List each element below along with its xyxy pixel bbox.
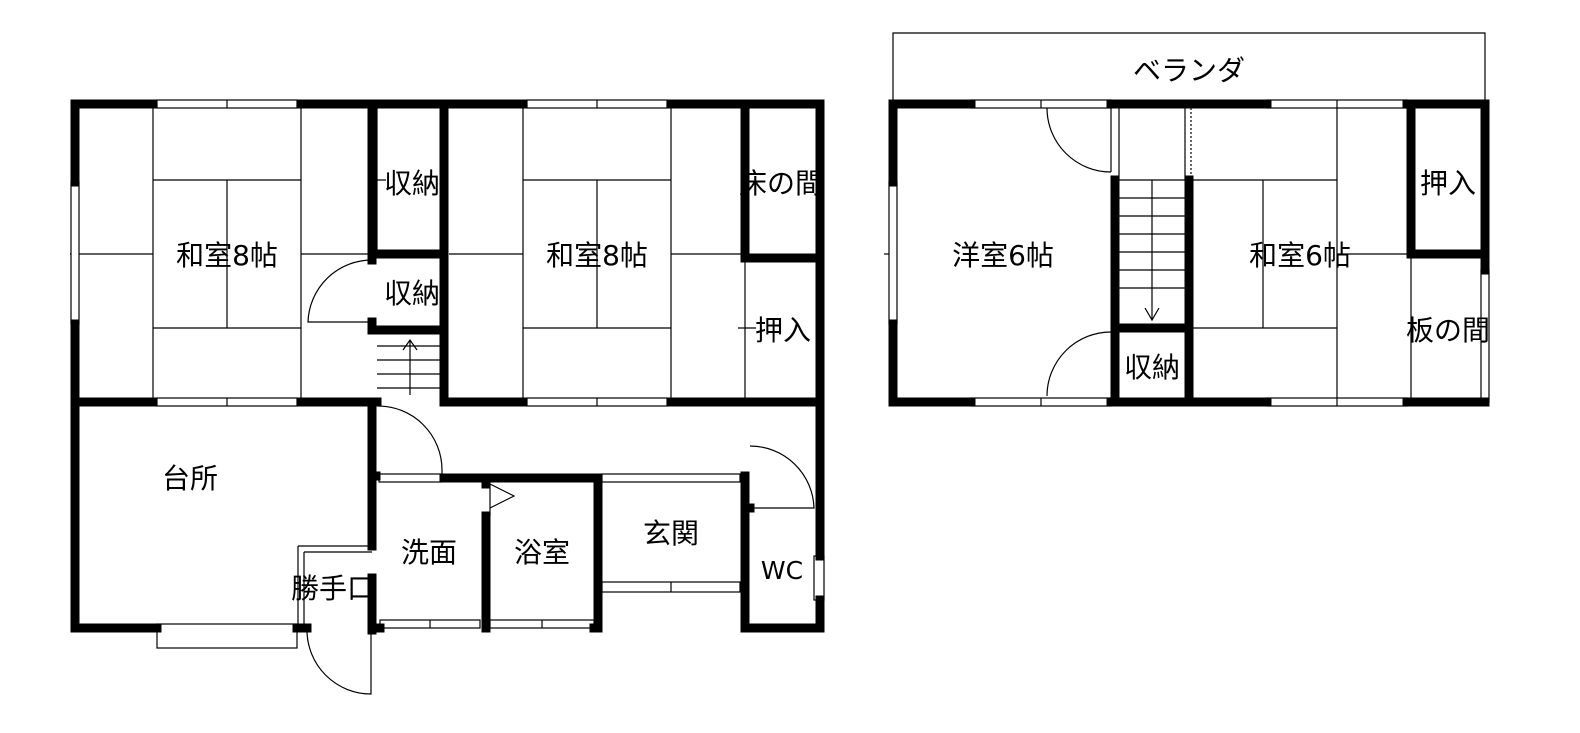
tatami-center	[449, 104, 745, 402]
room-label-itanoma: 板の間	[1406, 314, 1490, 347]
room-label-washitsu-left: 和室8帖	[176, 239, 278, 272]
room-label-washitsu-2f: 和室6帖	[1249, 239, 1351, 272]
floor2-plan: ベランダ	[884, 32, 1490, 407]
doors-2f	[1046, 107, 1112, 397]
balcony-label: ベランダ	[1133, 54, 1245, 87]
balcony: ベランダ	[892, 32, 1486, 104]
tatami-left	[70, 104, 372, 402]
labels-2f: 洋室6帖 和室6帖 押入 板の間 収納	[952, 167, 1490, 384]
windows-1f	[70, 99, 825, 649]
doors-1f	[297, 259, 815, 695]
floor1-plan: 和室8帖 和室8帖 収納 収納 床の間 押入 台所 勝手口 洗面 浴室 玄関 W…	[70, 99, 825, 695]
room-label-washitsu-center: 和室8帖	[546, 239, 648, 272]
stairs-1f	[377, 338, 444, 395]
room-label-kattekuchi: 勝手口	[291, 572, 375, 605]
walls-2f	[888, 99, 1490, 407]
room-label-storage-top: 収納	[384, 167, 440, 200]
room-label-entrance: 玄関	[643, 517, 699, 550]
room-label-kitchen: 台所	[162, 462, 218, 495]
labels-1f: 和室8帖 和室8帖 収納 収納 床の間 押入 台所 勝手口 洗面 浴室 玄関 W…	[162, 167, 823, 605]
room-label-storage-mid: 収納	[384, 277, 440, 310]
room-label-storage-2f: 収納	[1124, 351, 1180, 384]
room-label-wc: WC	[761, 556, 803, 585]
room-label-tokonoma: 床の間	[739, 167, 823, 200]
room-label-washroom: 洗面	[401, 536, 457, 569]
stairs-2f	[1118, 108, 1192, 322]
tatami-2f	[884, 104, 1412, 402]
walls-1f	[70, 99, 825, 635]
room-label-bath: 浴室	[514, 536, 570, 569]
room-label-oshiire-2f: 押入	[1420, 167, 1476, 200]
room-label-youshitsu: 洋室6帖	[952, 239, 1054, 272]
room-label-oshiire: 押入	[755, 314, 811, 347]
